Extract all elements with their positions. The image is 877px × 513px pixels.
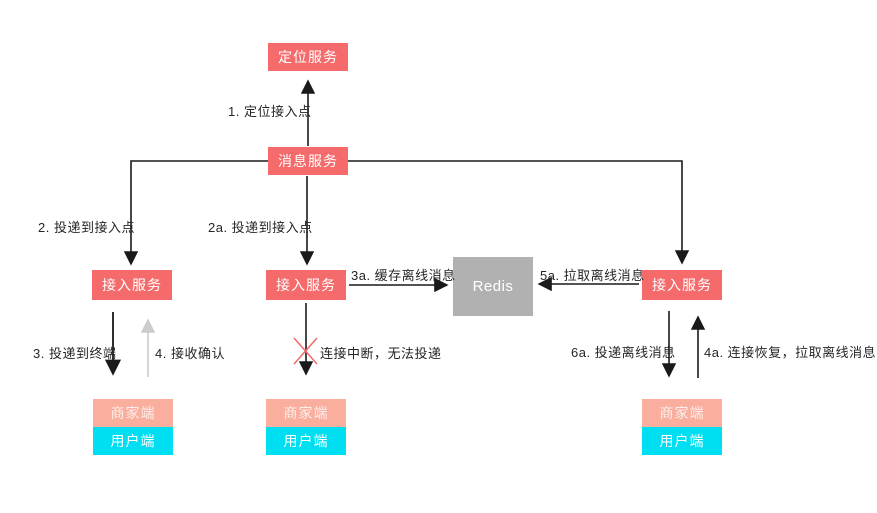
node-user-client-right: 用户端: [642, 427, 722, 455]
edge-label-step4: 4. 接收确认: [155, 346, 225, 361]
edge-label-step2a: 2a. 投递到接入点: [208, 220, 313, 235]
node-access-service-left: 接入服务: [92, 270, 172, 300]
node-access-service-middle: 接入服务: [266, 270, 346, 300]
edge-label-step1: 1. 定位接入点: [228, 104, 312, 119]
edge-step2-arrow: [123, 160, 268, 266]
broken-cross-icon: [293, 337, 318, 365]
edge-right-branch-arrow: [348, 160, 690, 265]
edge-label-step4a: 4a. 连接恢复，拉取离线消息: [704, 345, 877, 360]
edge-label-broken: 连接中断，无法投递: [320, 346, 442, 361]
node-redis: Redis: [453, 257, 533, 316]
edge-label-step6a: 6a. 投递离线消息: [571, 345, 676, 360]
edge-label-step3: 3. 投递到终端: [33, 346, 117, 361]
edge-label-step2: 2. 投递到接入点: [38, 220, 135, 235]
node-access-service-right: 接入服务: [642, 270, 722, 300]
node-merchant-client-left: 商家端: [93, 399, 173, 427]
node-user-client-middle: 用户端: [266, 427, 346, 455]
node-location-service: 定位服务: [268, 43, 348, 71]
node-message-service: 消息服务: [268, 147, 348, 175]
node-merchant-client-right: 商家端: [642, 399, 722, 427]
node-merchant-client-middle: 商家端: [266, 399, 346, 427]
node-user-client-left: 用户端: [93, 427, 173, 455]
edge-label-step5a: 5a. 拉取离线消息: [540, 268, 645, 283]
edge-label-step3a: 3a. 缓存离线消息: [351, 268, 456, 283]
